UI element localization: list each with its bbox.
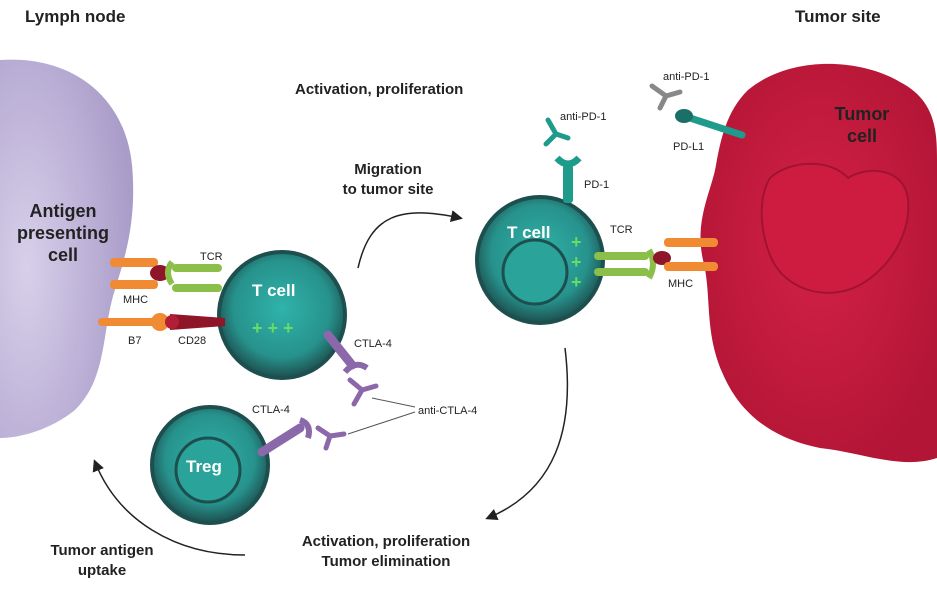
tcell-left-label: T cell [252,281,295,300]
tcell-right-plus-3: + [571,272,582,292]
tcell-right-label: T cell [507,223,550,242]
cd28-label: CD28 [178,335,206,347]
apc-label-1: Antigen [30,201,97,221]
activation-proliferation-top: Activation, proliferation [295,81,463,98]
ctla4-tcell-label: CTLA-4 [354,338,392,350]
anti-pd1-antibody-tcell [543,117,571,147]
uptake-arrow [92,459,246,556]
uptake-label-1: Tumor antigen [50,542,153,559]
b7-label: B7 [128,335,141,347]
anti-ctla4-pointer-1 [371,397,416,408]
pd1-receptor [554,155,582,203]
anti-pd1-tumor-label: anti-PD-1 [663,71,709,83]
heading-tumor-site: Tumor site [795,7,881,26]
pdl1-ligand [675,109,746,139]
mhc-left-receptor [110,258,170,289]
ctla4-treg-label: CTLA-4 [252,404,290,416]
tcell-left-plus: + + + [252,318,294,338]
tumor-nucleus [760,162,910,294]
anti-ctla4-antibody-bottom [315,425,347,451]
treg-nucleus [174,436,242,504]
tcell-left [217,250,347,380]
tumor-label-2: cell [847,126,877,146]
migration-label-2: to tumor site [343,181,434,198]
migration-arrow [357,210,463,269]
activation-bottom-label-1: Activation, proliferation [302,533,470,550]
cd28-receptor [165,314,225,330]
pdl1-label: PD-L1 [673,141,704,153]
heading-lymph-node: Lymph node [25,7,125,26]
migration-label-1: Migration [354,161,422,178]
anti-ctla4-label: anti-CTLA-4 [418,405,477,417]
ctla4-treg-receptor [257,417,312,457]
uptake-label-2: uptake [78,562,126,579]
treg-label: Treg [186,457,222,476]
antigen-presenting-cell [0,59,134,439]
mhc-right-label: MHC [668,278,693,290]
tcr-right-label: TCR [610,224,633,236]
tcell-right-plus-1: + [571,232,582,252]
anti-ctla4-antibody-top [347,377,379,407]
ctla4-tcell-receptor [323,330,369,375]
tcr-left-receptor [165,260,222,292]
tcr-left-label: TCR [200,251,223,263]
tumor-label-1: Tumor [835,104,890,124]
tcell-right-plus-2: + [571,252,582,272]
tcr-right-receptor [594,248,656,280]
pd1-label: PD-1 [584,179,609,191]
mhc-left-label: MHC [123,294,148,306]
activation-arrow [485,347,569,521]
apc-label-3: cell [48,245,78,265]
activation-bottom-label-2: Tumor elimination [322,553,451,570]
b7-ligand [98,313,169,331]
anti-ctla4-pointer-2 [347,411,416,435]
anti-pd1-antibody-tumor [649,83,683,111]
tcell-right-nucleus [501,238,569,306]
apc-label-2: presenting [17,223,109,243]
anti-pd1-tcell-label: anti-PD-1 [560,111,606,123]
mhc-right-receptor [653,238,718,271]
